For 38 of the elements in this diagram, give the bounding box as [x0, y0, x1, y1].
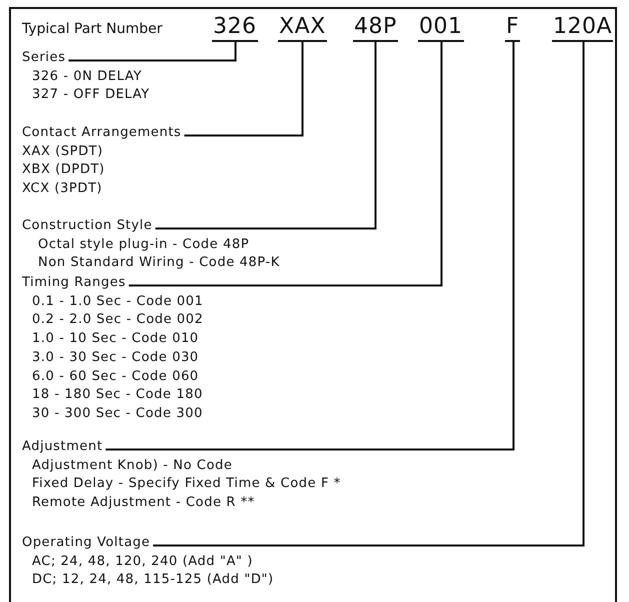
option-text: Remote Adjustment - Code R **: [31, 494, 256, 512]
leader-line: [155, 42, 376, 230]
option-text: 326 - 0N DELAY: [31, 68, 143, 86]
leader-line: [153, 42, 584, 546]
leader-line: [184, 42, 304, 136]
option-text: XCX (3PDT): [22, 180, 104, 198]
part-code: 001: [418, 14, 464, 42]
option-text: 18 - 180 Sec - Code 180: [31, 386, 204, 404]
option-text: XAX (SPDT): [22, 142, 104, 161]
part-code: 48P: [353, 14, 398, 42]
option-text: 0.2 - 2.0 Sec - Code 002: [31, 311, 204, 330]
part-code: XAX: [278, 14, 327, 42]
section-heading: Series: [22, 49, 66, 67]
section-heading: Construction Style: [22, 217, 152, 235]
option-text: DC; 12, 24, 48, 115-125 (Add "D"): [31, 571, 274, 590]
part-code: F: [505, 14, 520, 42]
option-text: 1.0 - 10 Sec - Code 010: [31, 330, 200, 348]
field-label: Typical Part Number: [22, 20, 162, 38]
option-text: Adjustment Knob) - No Code: [31, 456, 234, 475]
option-text: Non Standard Wiring - Code 48P-K: [37, 254, 280, 272]
section-heading: Contact Arrangements: [22, 124, 182, 142]
option-text: 6.0 - 60 Sec - Code 060: [31, 368, 200, 386]
leader-line: [68, 42, 236, 62]
section-heading: Adjustment: [22, 438, 103, 456]
part-code: 120A: [552, 14, 614, 42]
option-text: 327 - OFF DELAY: [31, 86, 150, 104]
section-heading: Timing Ranges: [22, 274, 126, 292]
option-text: 0.1 - 1.0 Sec - Code 001: [31, 292, 204, 311]
leader-line: [128, 42, 442, 286]
option-text: 30 - 300 Sec - Code 300: [31, 404, 204, 423]
section-heading: Operating Voltage: [22, 534, 150, 552]
option-text: AC; 24, 48, 120, 240 (Add "A" ): [31, 552, 254, 571]
option-text: XBX (DPDT): [22, 161, 106, 180]
part-code: 326: [212, 14, 258, 42]
leader-line: [106, 42, 514, 450]
option-text: 3.0 - 30 Sec - Code 030: [31, 348, 200, 367]
option-text: Octal style plug-in - Code 48P: [37, 236, 250, 254]
option-text: Fixed Delay - Specify Fixed Time & Code F *: [31, 475, 341, 494]
